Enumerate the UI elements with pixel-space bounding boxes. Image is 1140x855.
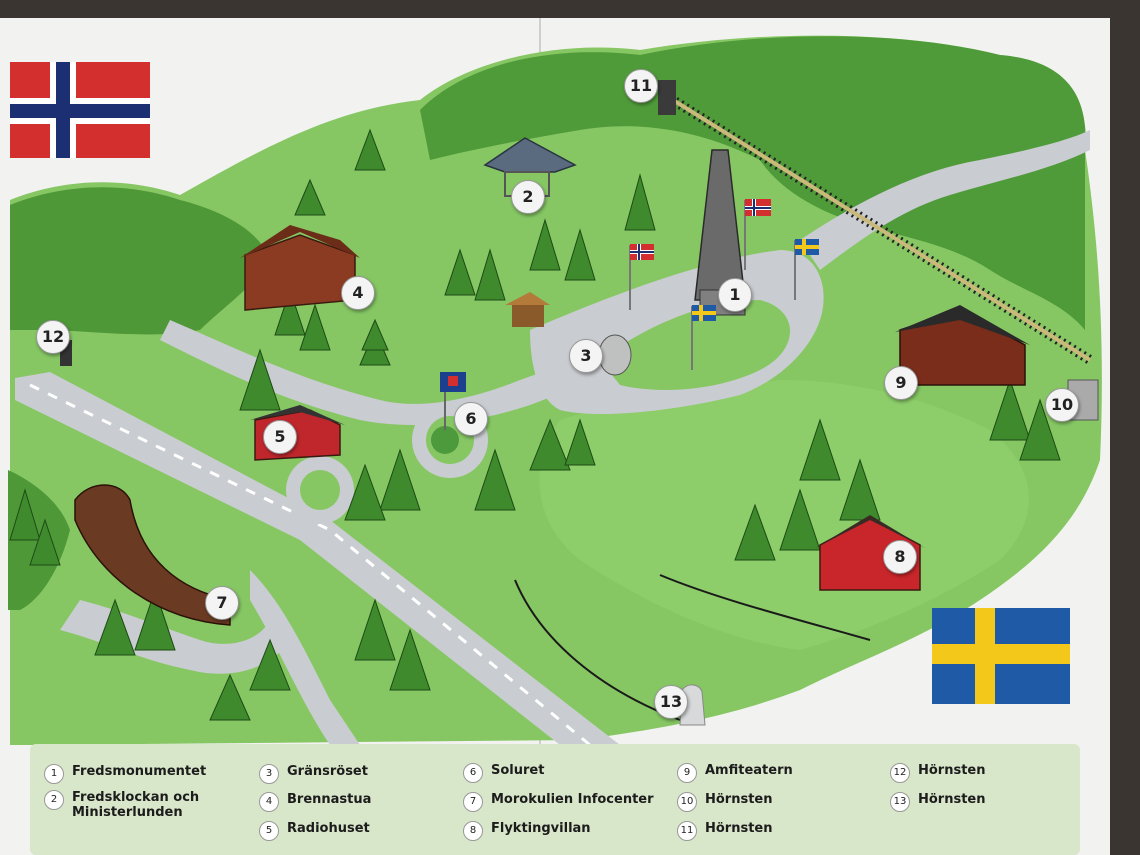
legend-item: 10 Hörnsten (677, 792, 773, 812)
marker-flyktingvillan[interactable]: 8 (883, 540, 917, 574)
legend-number: 5 (259, 821, 279, 841)
marker-gransroset[interactable]: 3 (569, 339, 603, 373)
legend-number: 12 (890, 763, 910, 783)
marker-hornsten-13[interactable]: 13 (654, 685, 688, 719)
legend-number: 6 (463, 763, 483, 783)
marker-hornsten-12[interactable]: 12 (36, 320, 70, 354)
legend-number: 13 (890, 792, 910, 812)
legend-item: 9 Amfiteatern (677, 763, 793, 783)
access-road (160, 300, 700, 425)
legend-item: 13 Hörnsten (890, 792, 986, 812)
legend: 1 Fredsmonumentet 2 Fredsklockan och Minis… (30, 744, 1080, 855)
marker-morokulien-infocenter[interactable]: 7 (205, 586, 239, 620)
legend-number: 9 (677, 763, 697, 783)
marker-hornsten-10[interactable]: 10 (1045, 388, 1079, 422)
legend-label: Gränsröset (287, 764, 368, 779)
legend-number: 11 (677, 821, 697, 841)
marker-soluret[interactable]: 6 (454, 402, 488, 436)
legend-label: Radiohuset (287, 821, 370, 836)
trees (9, 128, 1061, 721)
legend-label: Fredsklockan och Ministerlunden (72, 790, 200, 820)
legend-label: Flyktingvillan (491, 821, 591, 836)
marker-fredsmonumentet[interactable]: 1 (718, 278, 752, 312)
marker-brennastua[interactable]: 4 (341, 276, 375, 310)
marker-fredsklockan[interactable]: 2 (511, 180, 545, 214)
sweden-flag (932, 608, 1070, 704)
legend-number: 1 (44, 764, 64, 784)
legend-label: Morokulien Infocenter (491, 792, 654, 807)
legend-number: 10 (677, 792, 697, 812)
legend-number: 8 (463, 821, 483, 841)
norway-flag (10, 62, 150, 158)
legend-label: Hörnsten (918, 792, 986, 807)
legend-label: Hörnsten (705, 792, 773, 807)
legend-item: 12 Hörnsten (890, 763, 986, 783)
legend-label: Fredsmonumentet (72, 764, 207, 779)
legend-label: Soluret (491, 763, 545, 778)
legend-item: 7 Morokulien Infocenter (463, 792, 654, 812)
forest-left (10, 187, 270, 335)
small-flags (629, 199, 819, 370)
legend-item: 2 Fredsklockan och Ministerlunden (44, 790, 199, 820)
legend-label: Brennastua (287, 792, 372, 807)
forest-top (420, 36, 1086, 330)
marker-amfiteatern[interactable]: 9 (884, 366, 918, 400)
legend-item: 6 Soluret (463, 763, 544, 783)
legend-label: Hörnsten (918, 763, 986, 778)
legend-item: 5 Radiohuset (259, 821, 370, 841)
legend-number: 3 (259, 764, 279, 784)
marker-hornsten-11[interactable]: 11 (624, 69, 658, 103)
main-road (15, 372, 620, 745)
legend-item: 4 Brennastua (259, 792, 371, 812)
legend-label: Amfiteatern (705, 763, 793, 778)
legend-label: Hörnsten (705, 821, 773, 836)
legend-item: 11 Hörnsten (677, 821, 773, 841)
legend-item: 8 Flyktingvillan (463, 821, 591, 841)
legend-number: 7 (463, 792, 483, 812)
marker-radiohuset[interactable]: 5 (263, 420, 297, 454)
legend-number: 2 (44, 790, 64, 810)
legend-item: 3 Gränsröset (259, 764, 368, 784)
legend-item: 1 Fredsmonumentet (44, 764, 206, 784)
legend-number: 4 (259, 792, 279, 812)
